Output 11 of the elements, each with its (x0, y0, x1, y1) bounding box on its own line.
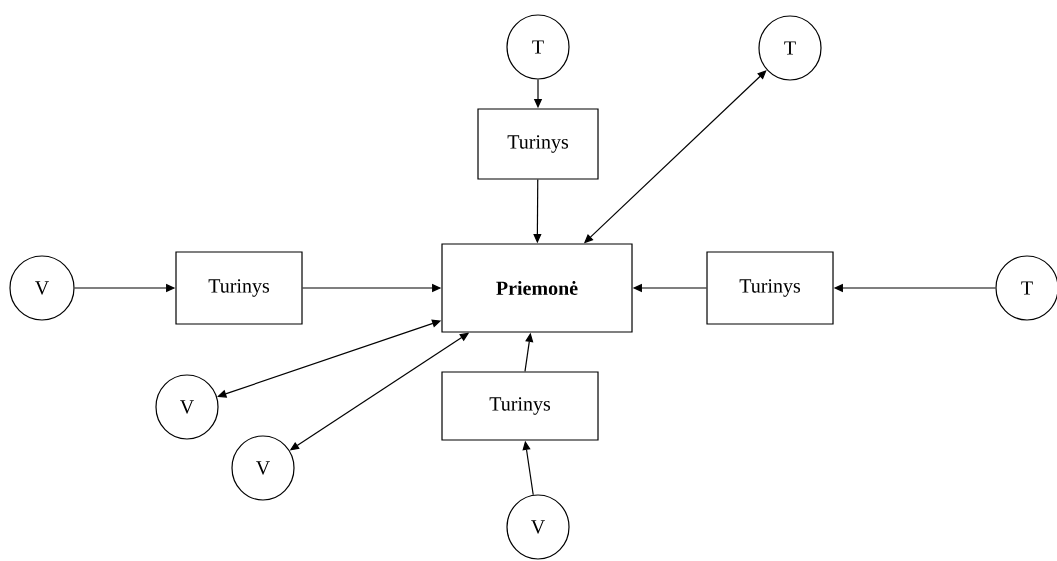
process-box: Turinys (477, 108, 599, 180)
circle-node: V (9, 255, 75, 321)
circle-node: V (506, 494, 570, 560)
circle-node: T (506, 14, 570, 80)
circle-node: V (231, 435, 295, 501)
process-box: Turinys (706, 251, 834, 325)
circle-node: V (155, 374, 219, 440)
process-box: Turinys (175, 251, 303, 325)
process-box: Turinys (441, 371, 599, 441)
circle-node: T (758, 15, 822, 81)
process-box: Priemonė (441, 243, 633, 333)
